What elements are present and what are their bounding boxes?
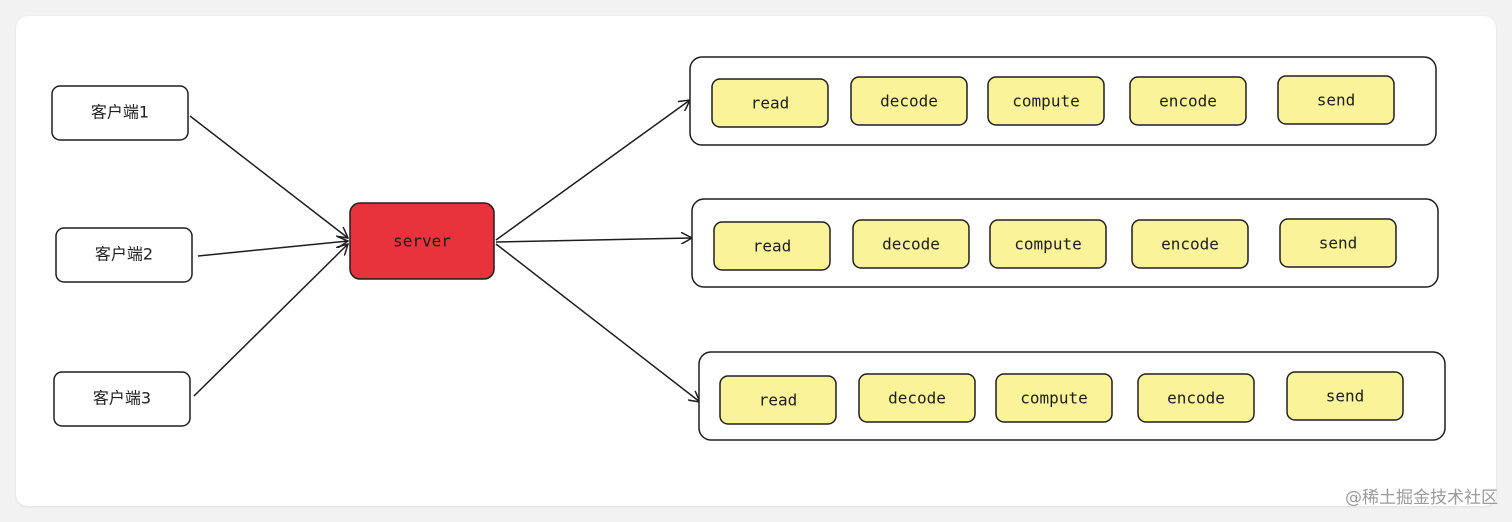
server-label: server [393,232,451,251]
stage-label: encode [1167,389,1225,408]
client-box-2: 客户端2 [55,227,193,283]
stage-label: read [753,237,792,256]
stage-decode-1: decode [850,76,968,126]
stage-label: compute [1014,235,1081,254]
stage-label: send [1326,387,1365,406]
stage-decode-2: decode [852,219,970,269]
stage-label: send [1317,91,1356,110]
stage-decode-3: decode [858,373,976,423]
stage-label: compute [1012,92,1079,111]
arrow-server-pipeline2 [495,238,692,242]
watermark: @稀土掘金技术社区 [1345,488,1498,508]
stage-encode-1: encode [1129,76,1247,126]
client-label-2: 客户端2 [95,245,153,264]
pipeline-1: read decode compute encode send [689,56,1437,146]
stage-encode-2: encode [1131,219,1249,269]
arrow-server-pipeline3 [495,243,700,402]
stage-label: encode [1161,235,1219,254]
stage-read-3: read [719,375,837,425]
arrow-client3-server [193,244,348,397]
client-box-1: 客户端1 [51,85,189,141]
stage-send-2: send [1279,218,1397,268]
pipeline-2: read decode compute encode send [691,198,1439,288]
stage-encode-3: encode [1137,373,1255,423]
arrow-client2-server [197,241,348,257]
stage-label: encode [1159,92,1217,111]
client-box-3: 客户端3 [53,371,191,427]
stage-compute-2: compute [989,219,1107,269]
stage-label: compute [1020,389,1087,408]
stage-send-1: send [1277,75,1395,125]
stage-read-2: read [713,221,831,271]
stage-label: read [759,391,798,410]
stage-label: read [751,94,790,113]
stage-compute-1: compute [987,76,1105,126]
pipeline-3: read decode compute encode send [698,351,1446,441]
stage-label: decode [880,92,938,111]
client-label-3: 客户端3 [93,389,151,408]
stage-label: send [1319,234,1358,253]
stage-label: decode [888,389,946,408]
stage-compute-3: compute [995,373,1113,423]
client-label-1: 客户端1 [91,103,149,122]
stage-send-3: send [1286,371,1404,421]
server-box: server [349,202,495,280]
stage-read-1: read [711,78,829,128]
arrow-client1-server [189,115,348,238]
stage-label: decode [882,235,940,254]
arrow-server-pipeline1 [495,100,690,241]
